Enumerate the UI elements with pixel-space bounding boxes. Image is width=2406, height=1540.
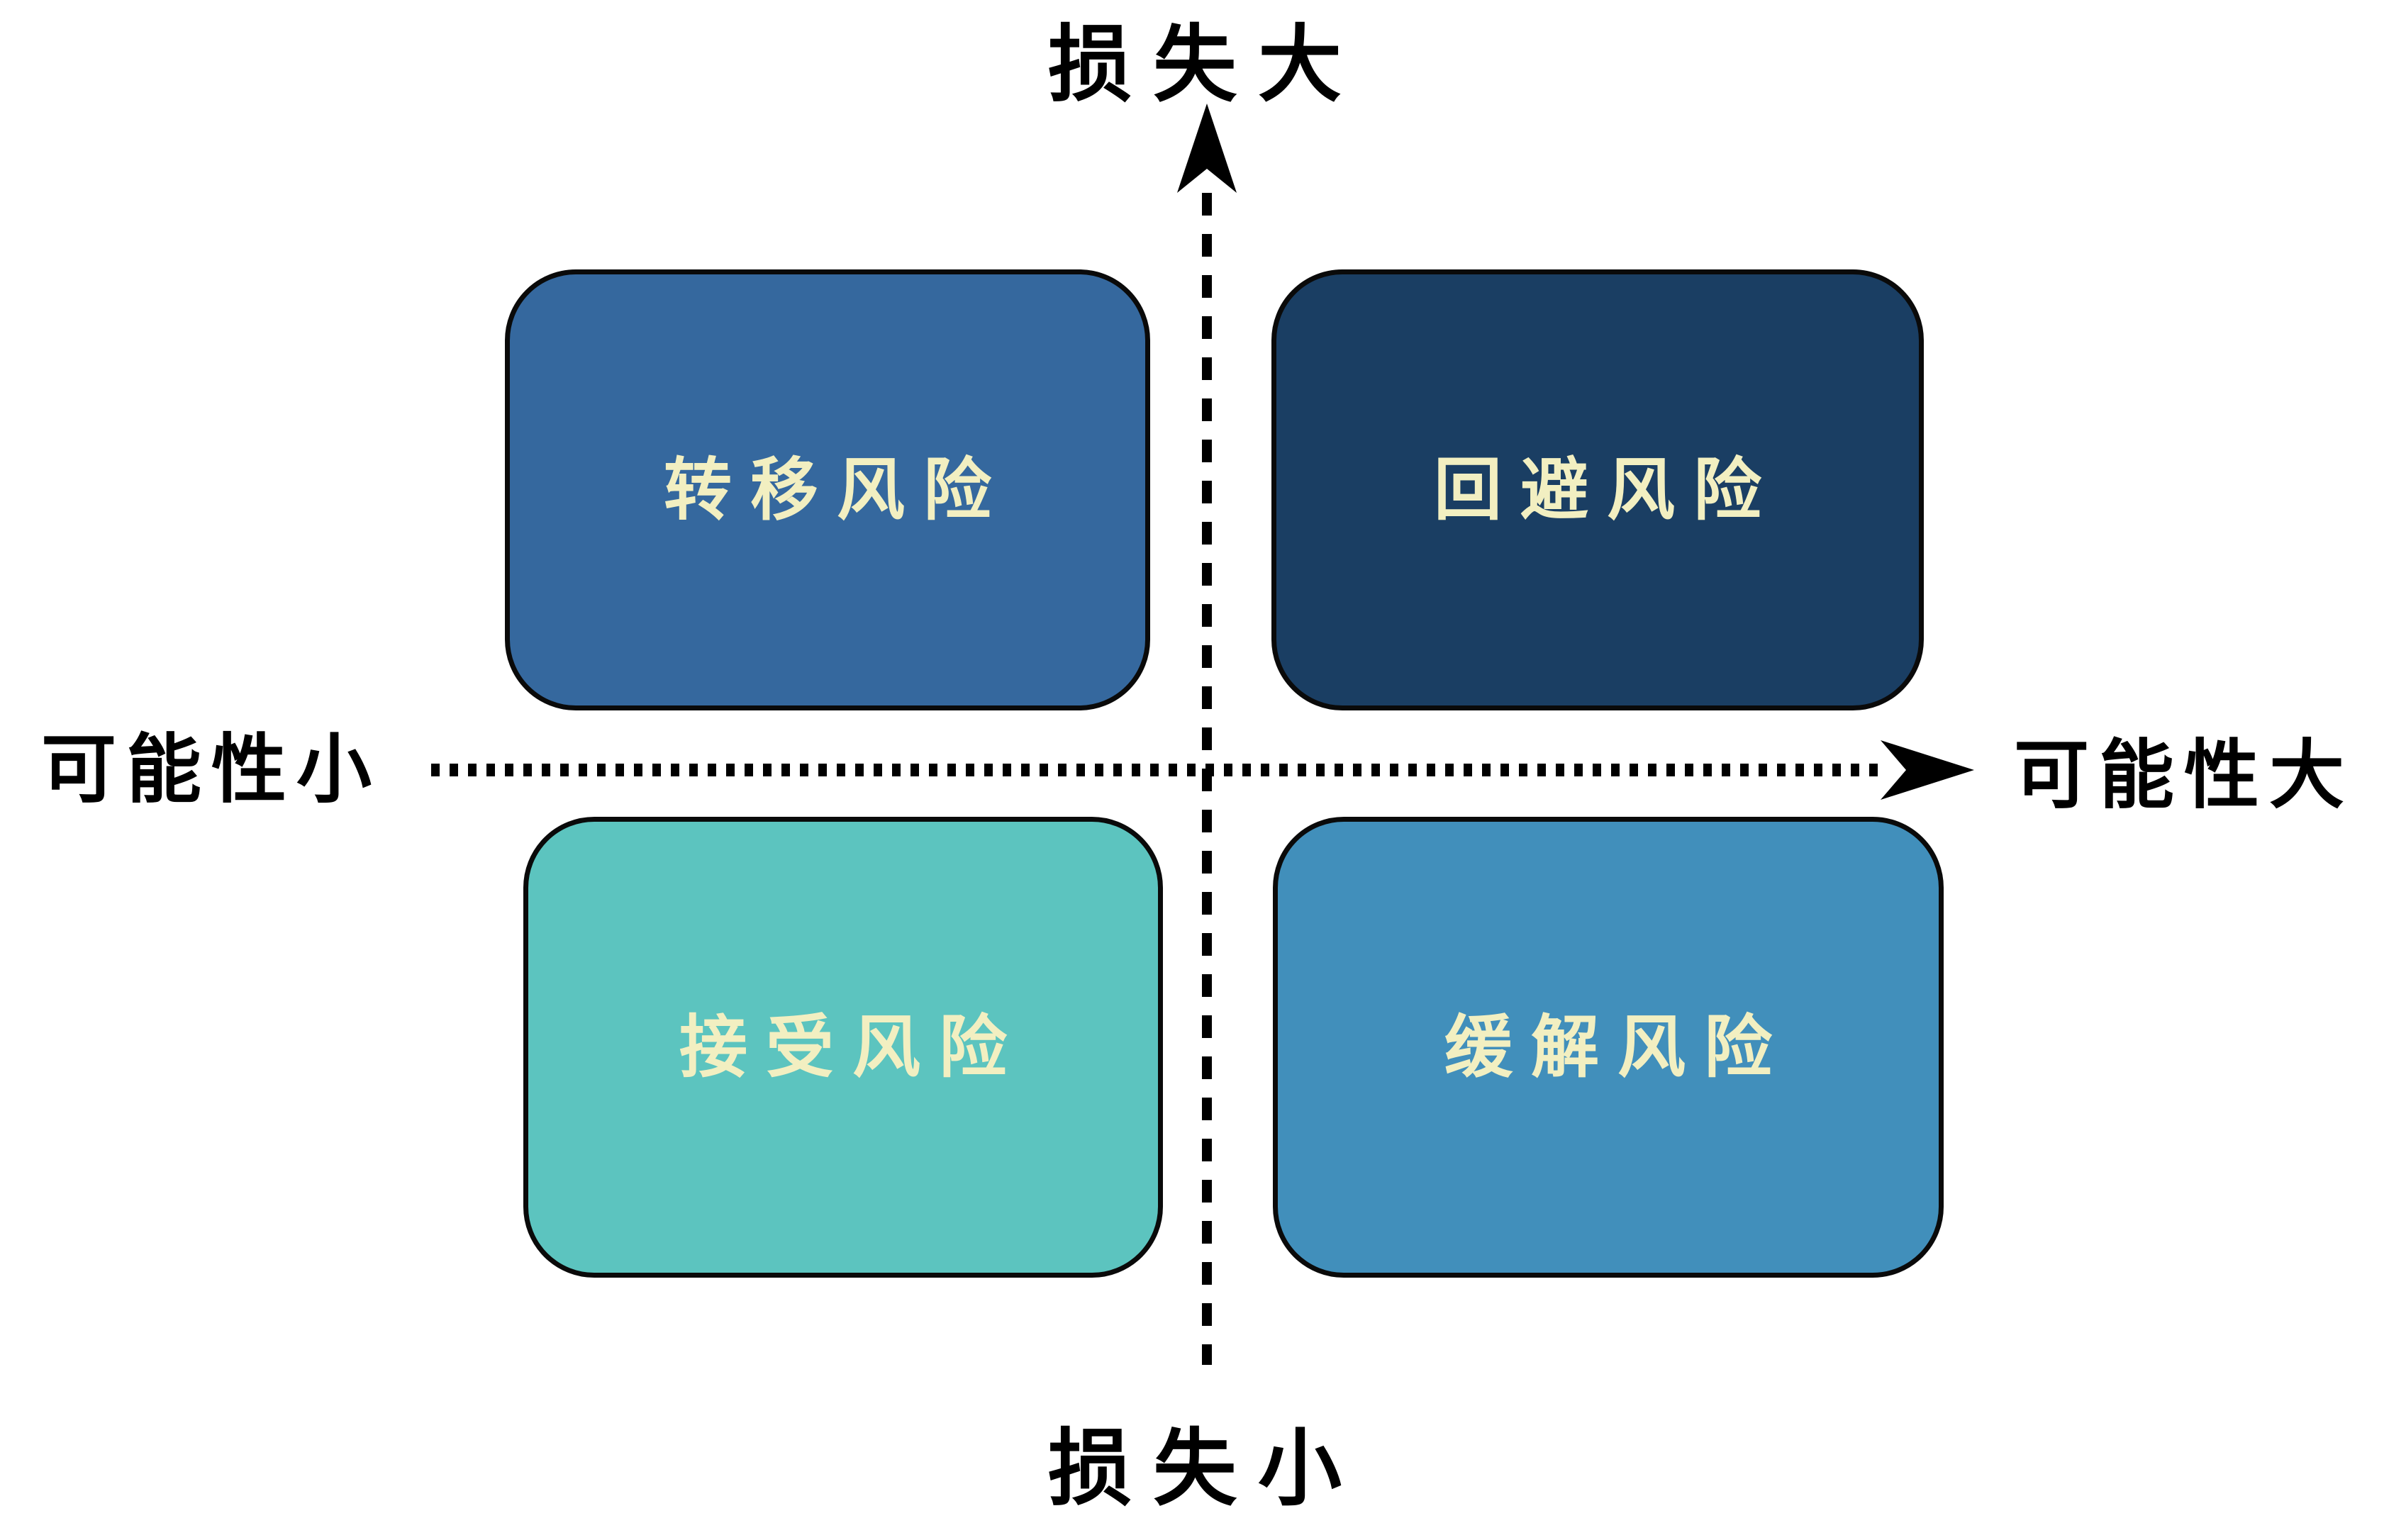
axis-label-loss-small: 损失小	[1047, 1419, 1364, 1517]
up-arrowhead-icon	[1177, 104, 1237, 193]
quadrant-accept-risk-label: 接受风险	[679, 1008, 1025, 1087]
quadrant-transfer-risk-label: 转移风险	[664, 450, 1010, 530]
quadrant-avoid-risk-label: 回避风险	[1434, 450, 1780, 530]
quadrant-accept-risk: 接受风险	[523, 817, 1163, 1278]
axis-label-loss-large: 损失大	[1047, 16, 1364, 113]
quadrant-mitigate-risk: 缓解风险	[1273, 817, 1944, 1278]
quadrant-avoid-risk: 回避风险	[1271, 269, 1924, 710]
axis-label-probability-small: 可能性小	[41, 726, 381, 813]
quadrant-mitigate-risk-label: 缓解风险	[1444, 1008, 1790, 1087]
axis-label-probability-large: 可能性大	[2014, 732, 2354, 819]
right-arrowhead-icon	[1881, 740, 1974, 800]
quadrant-transfer-risk: 转移风险	[505, 269, 1150, 710]
